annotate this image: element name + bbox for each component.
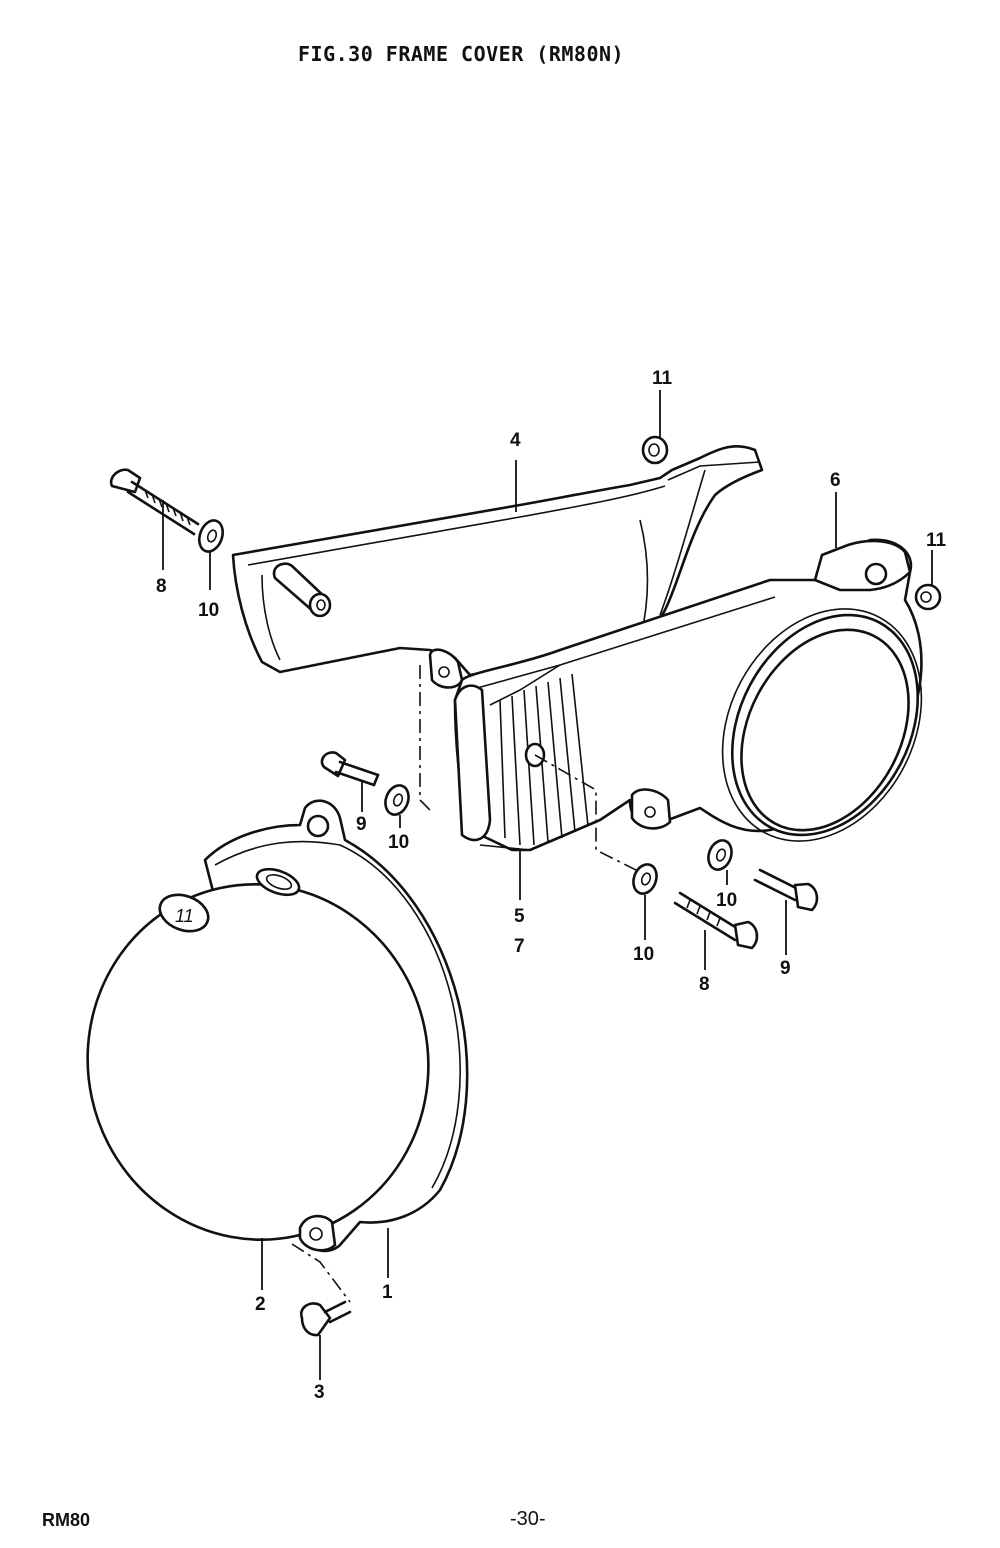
leader-lines: [162, 390, 933, 1380]
round-cover-part-2: 11: [86, 799, 469, 1253]
callout-8-lower: 8: [699, 974, 710, 995]
callout-7: 7: [514, 936, 525, 957]
bolt-part-9-lower: [753, 868, 819, 912]
washer-part-10-right: [707, 839, 733, 871]
bolt-part-9-left: [320, 751, 380, 787]
callout-11-top: 11: [652, 368, 673, 389]
washer-part-10-lower: [632, 863, 658, 895]
assembly-lines: [291, 665, 641, 1303]
callout-2: 2: [255, 1294, 266, 1315]
callout-1: 1: [382, 1282, 393, 1303]
washer-part-10-upper: [198, 519, 224, 553]
callout-5: 5: [514, 906, 525, 927]
footer-page-number: -30-: [510, 1508, 546, 1530]
callout-6: 6: [830, 470, 841, 491]
bolt-part-8-upper: [109, 468, 200, 536]
side-cover-part-6: [453, 538, 923, 852]
figure-title: FIG.30 FRAME COVER (RM80N): [298, 42, 625, 66]
callout-labels: 11 4 6 11 8 10 9 10 5 7 10 10 8 9 2 1 3: [156, 368, 947, 1403]
nut-part-11-top: [641, 435, 669, 465]
callout-9-left: 9: [356, 814, 367, 835]
screw-part-3: [299, 1300, 352, 1337]
callout-9-lower: 9: [780, 958, 791, 979]
frame-cover-bracket-part-4: [231, 445, 764, 689]
callout-10-upper: 10: [198, 600, 219, 621]
embossed-mark: 11: [175, 906, 194, 926]
callout-10-right: 10: [716, 890, 737, 911]
callout-8-upper: 8: [156, 576, 167, 597]
callout-3: 3: [314, 1382, 325, 1403]
bolt-part-8-lower: [673, 891, 759, 950]
nut-part-11-right: [914, 583, 942, 611]
callout-10-mid: 10: [388, 832, 409, 853]
callout-10-lower: 10: [633, 944, 654, 965]
washer-part-10-mid: [384, 784, 410, 816]
footer-model-name: RM80: [42, 1510, 91, 1530]
callout-4: 4: [510, 430, 521, 451]
callout-11-right: 11: [926, 530, 947, 551]
